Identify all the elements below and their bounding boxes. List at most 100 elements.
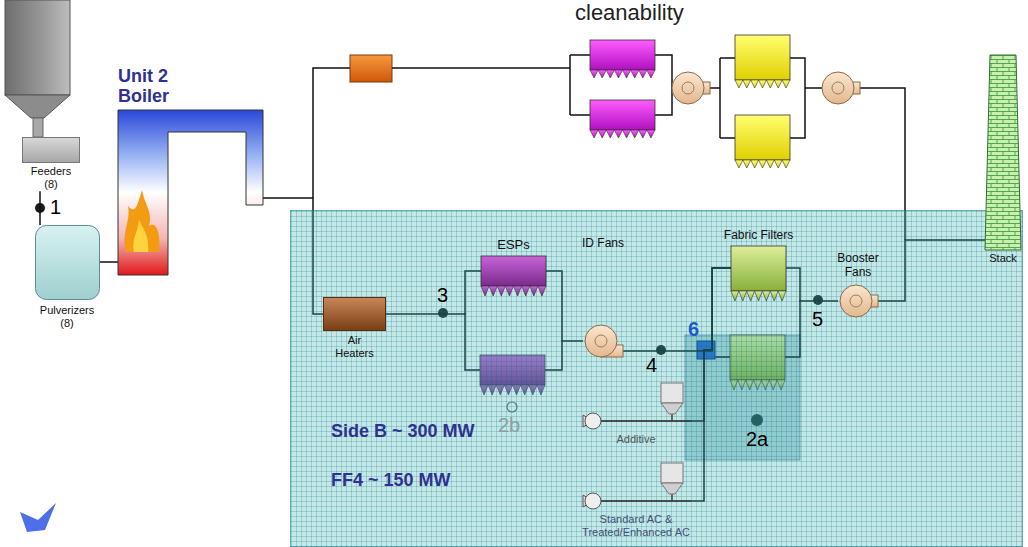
flue-duct [569,55,571,115]
hopper-tooth [762,291,770,301]
air-heater-shape [323,297,386,331]
callout-number: 3 [437,284,448,306]
booster-fan-a [822,72,860,104]
flue-duct [313,68,350,198]
blower [585,493,601,509]
air-heater-body [324,298,386,331]
fan-housing [822,72,854,104]
flame-core [133,220,148,252]
boiler: Unit 2 Boiler [118,66,263,275]
spacer [602,251,603,323]
callout-number: 1 [50,196,61,218]
flue-duct [805,87,822,89]
hopper-tooth [755,291,763,301]
silo-neck [671,414,673,421]
node-label: Standard AC & Treated/Enhanced AC [578,513,694,538]
hopper-tooth [731,291,739,301]
node-label: Fabric Filters [724,229,793,243]
esp-a-unit-body [590,40,655,70]
flue-duct [392,67,570,69]
page-title: cleanability [575,1,684,25]
id-fan-shape [583,323,623,363]
flue-gas-connector [39,191,41,225]
fabric-filter: Fabric Filters [724,229,793,301]
esp-a-unit [590,100,655,138]
hopper-tooth [735,80,743,88]
boiler-body [118,110,263,275]
hopper-tooth [743,80,751,88]
hopper-tooth [623,130,631,138]
callout-holder: 2a [746,428,768,450]
carbon-silo: Standard AC & Treated/Enhanced AC [578,463,694,538]
fan-hub [850,295,862,307]
silo-body [661,463,683,483]
hopper-tooth [514,286,522,296]
callout-holder: 4 [646,354,657,376]
silo-neck [671,494,673,501]
hopper-tooth [598,70,606,78]
hopper-tooth [739,291,747,301]
filter-a-unit-body [735,115,790,160]
hopper-tooth [489,286,497,296]
flue-duct [720,57,735,59]
callout-holder: 3 [437,284,448,306]
spacer [354,331,355,334]
hopper-tooth [497,286,505,296]
hopper-tooth [590,130,598,138]
node-label: Booster Fans [833,252,883,280]
callout-holder: 6 [688,318,699,340]
filter-unit [731,246,786,301]
injection-pipe [599,500,691,502]
hopper-tooth [774,160,782,168]
callout-holder: cleanability [575,1,684,25]
fan-housing [585,325,617,357]
fan-housing [672,72,704,104]
silo-funnel [661,403,683,414]
spacer [636,511,637,513]
spacer [67,300,68,304]
esp-unit-body [481,256,546,286]
filter-a-unit [735,115,790,168]
flue-duct [570,54,590,56]
blower [585,413,601,429]
silo-chute [33,118,43,137]
node-label: Stack [989,252,1017,265]
fabric-filter-shape [731,246,786,301]
node-label: ESPs [497,238,530,253]
hopper-tooth [743,160,751,168]
additive-silo-shape [581,383,691,431]
hopper-tooth [631,70,639,78]
hopper-tooth [782,80,790,88]
esp-a-unit-body [590,100,655,130]
esp-unit: ESPs [481,238,546,296]
hopper-tooth [614,130,622,138]
silo-body [661,383,683,403]
hopper-tooth [530,286,538,296]
flue-duct [719,58,721,138]
spacer [636,431,637,433]
node-label: Air Heaters [330,334,380,359]
side-b-region: Air HeatersESPsID FansFabric FiltersBoos… [290,210,1023,547]
silo-funnel [661,483,683,494]
air-heater-a [350,55,392,82]
region-label: FF4 ~ 150 MW [331,470,451,491]
esp-unit-shape [481,256,546,296]
hopper-tooth [770,291,778,301]
region-label: Side B ~ 300 MW [331,421,475,442]
id-fan-a [672,72,710,104]
hopper-tooth [623,70,631,78]
node-label: Unit 2 Boiler [118,66,218,107]
hopper-tooth [606,70,614,78]
callout-holder: 2b [498,414,520,436]
fan-hub [682,82,694,94]
callout-number: 2a [746,428,768,450]
feeder-body [23,138,80,163]
flue-duct [655,55,672,115]
fan-housing [840,285,872,317]
boiler-shape [118,110,263,275]
flue-duct [710,87,720,89]
hopper-tooth [766,160,774,168]
hopper-tooth [774,80,782,88]
carbon-silo-shape [581,463,691,511]
filter-a-unit-body [735,35,790,80]
